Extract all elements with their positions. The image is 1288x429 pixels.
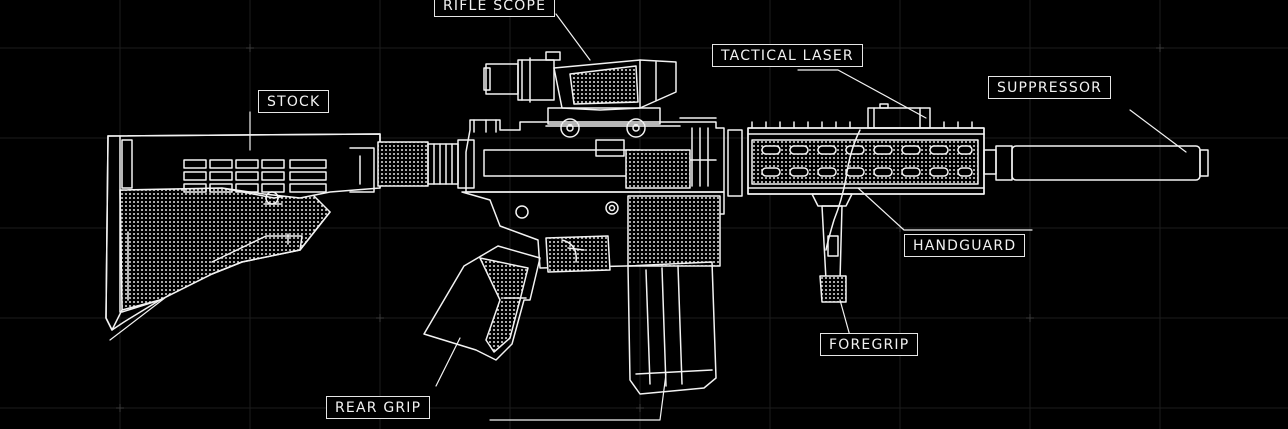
- label-stock: STOCK: [258, 90, 330, 113]
- upper-receiver: [465, 117, 725, 193]
- buffer-tube: [377, 139, 475, 189]
- handguard-part: [727, 121, 985, 197]
- leader-lines: [109, 13, 1187, 421]
- stock-part: [105, 133, 381, 331]
- label-rifle-scope: RIFLE SCOPE: [434, 0, 556, 17]
- label-tactical-laser: TACTICAL LASER: [712, 44, 863, 67]
- label-handguard: HANDGUARD: [904, 234, 1026, 257]
- foregrip-part: [811, 193, 853, 303]
- label-suppressor: SUPPRESSOR: [988, 76, 1112, 99]
- tactical-laser-part: [825, 103, 931, 251]
- rifle-scope: [483, 51, 677, 138]
- pistol-grip: [423, 245, 541, 361]
- suppressor-part: [983, 145, 1209, 181]
- magazine: [627, 261, 717, 395]
- lower-receiver: [461, 191, 725, 273]
- label-rear-grip: REAR GRIP: [326, 396, 431, 419]
- label-foregrip: FOREGRIP: [820, 333, 919, 356]
